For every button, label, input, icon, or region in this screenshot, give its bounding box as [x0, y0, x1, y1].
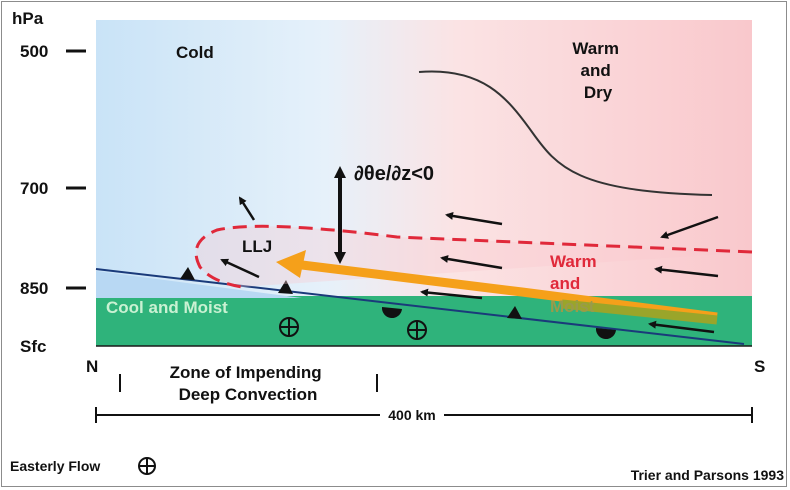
legend-label: Easterly Flow [10, 458, 100, 474]
flow-arrow [445, 212, 503, 226]
cold-label: Cold [176, 43, 214, 62]
easterly-flow-icon [279, 317, 299, 337]
tick-label-500: 500 [20, 42, 48, 61]
south-label: S [754, 357, 765, 376]
tick-label-sfc: Sfc [20, 337, 46, 356]
llj-label: LLJ [242, 237, 272, 256]
flow-arrow [420, 288, 483, 300]
tick-label-700: 700 [20, 179, 48, 198]
flow-arrow [660, 215, 719, 239]
flow-arrow [440, 255, 503, 270]
llj-arrow [301, 260, 718, 322]
flow-arrow [220, 258, 260, 279]
north-label: N [86, 357, 98, 376]
scale-label: 400 km [388, 407, 435, 423]
cold-front-triangle [507, 306, 522, 319]
warm-moist-label: Warm and [550, 252, 601, 293]
scale-label-bg [380, 406, 444, 424]
cool-moist-label: Cool and Moist [106, 298, 228, 317]
legend-easterly-flow-icon [138, 457, 156, 475]
llj-olive-tail [561, 299, 718, 325]
frontal-boundary-line [95, 268, 745, 345]
credit-label: Trier and Parsons 1993 [631, 467, 785, 483]
easterly-flow-icon [407, 320, 427, 340]
warm-dry-label: Warm and Dry [572, 39, 623, 102]
axis-unit-label: hPa [12, 9, 44, 28]
isentrope-curve [418, 70, 713, 196]
llj-arrow-head [276, 250, 306, 278]
flow-arrow [238, 196, 256, 221]
cold-front-triangle [278, 280, 293, 294]
flow-arrow [648, 320, 715, 334]
warm-moist-label-lower: Moist [550, 297, 595, 316]
warm-front-semicircle [595, 328, 616, 340]
pale-wedge [96, 271, 302, 298]
stability-label: ∂θe/∂z<0 [354, 163, 434, 185]
flow-arrow [654, 265, 719, 278]
cold-front-triangle [180, 267, 195, 280]
warm-front-semicircle [381, 307, 402, 319]
tick-label-850: 850 [20, 279, 48, 298]
zone-label: Zone of Impending Deep Convection [170, 363, 327, 404]
